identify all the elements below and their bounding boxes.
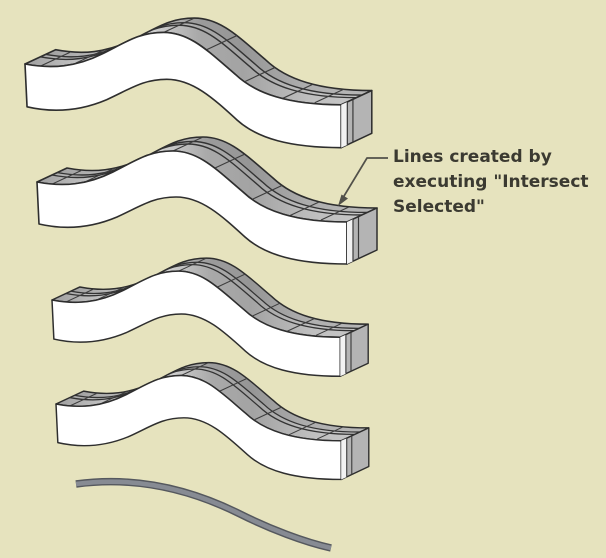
wave-slab-3: [52, 258, 368, 376]
leader-line: [340, 157, 388, 202]
swept-curve-fill: [75, 479, 332, 551]
wave-slab-4: [56, 363, 369, 480]
wave-slab-1: [25, 18, 372, 148]
annotation-label: Lines created by executing "Intersect Se…: [393, 147, 589, 217]
wave-slab-2: [37, 137, 377, 264]
annotation-leader: [338, 157, 388, 206]
arrowhead-icon: [338, 194, 348, 206]
swept-curve: [75, 477, 332, 552]
